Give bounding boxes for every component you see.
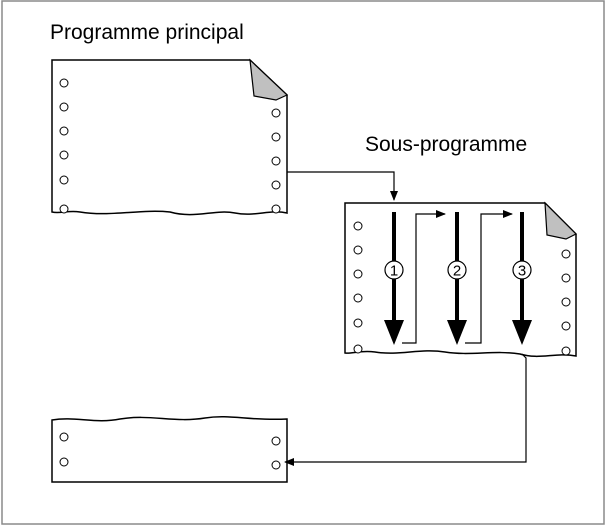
step-badge-2: 2 — [447, 260, 467, 280]
svg-text:3: 3 — [518, 263, 526, 280]
svg-text:1: 1 — [390, 263, 398, 280]
subroutine-label: Sous-programme — [365, 133, 527, 156]
continuation-sheet — [51, 416, 288, 483]
step-connector-2-3 — [465, 210, 513, 344]
main-program-label: Programme principal — [50, 21, 244, 44]
call-arrow — [287, 171, 398, 201]
step-badge-1: 1 — [384, 260, 404, 280]
step-connector-1-2 — [402, 210, 446, 344]
subroutine-sheet — [344, 201, 578, 358]
svg-text:2: 2 — [453, 263, 461, 280]
main-program-sheet — [51, 58, 289, 216]
step-badge-3: 3 — [512, 260, 532, 280]
return-arrow — [284, 353, 527, 466]
